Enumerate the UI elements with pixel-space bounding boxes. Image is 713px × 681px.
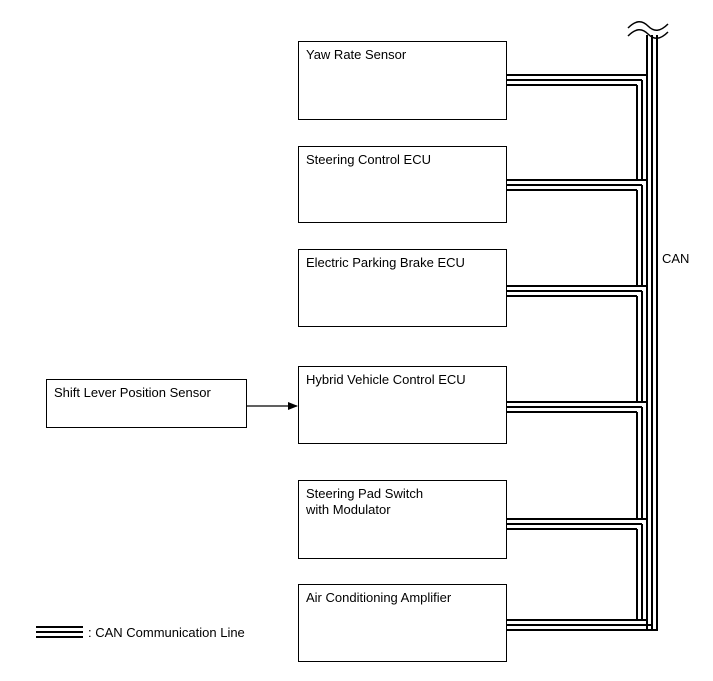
break-symbol: [627, 21, 669, 39]
legend-label: : CAN Communication Line: [88, 625, 245, 640]
can-trunk: [646, 27, 658, 631]
ecu-box-hybrid-vehicle-control: Hybrid Vehicle Control ECU: [298, 366, 507, 444]
can-branch: [507, 518, 647, 620]
ecu-box-electric-parking-brake: Electric Parking Brake ECU: [298, 249, 507, 327]
ecu-box-yaw-rate-sensor: Yaw Rate Sensor: [298, 41, 507, 120]
can-trunk-end: [507, 629, 658, 631]
can-branch: [507, 179, 647, 286]
can-branch: [507, 285, 647, 402]
can-trunk-end: [507, 624, 653, 631]
ecu-box-air-conditioning-amplifier: Air Conditioning Amplifier: [298, 584, 507, 662]
ecu-box-steering-control: Steering Control ECU: [298, 146, 507, 223]
can-branch: [507, 401, 647, 519]
can-branch: [507, 74, 647, 180]
sensor-box-shift-lever-position: Shift Lever Position Sensor: [46, 379, 247, 428]
can-bus-label: CAN: [662, 251, 690, 266]
ecu-box-steering-pad-switch: Steering Pad Switch with Modulator: [298, 480, 507, 559]
legend-line: [36, 626, 83, 638]
